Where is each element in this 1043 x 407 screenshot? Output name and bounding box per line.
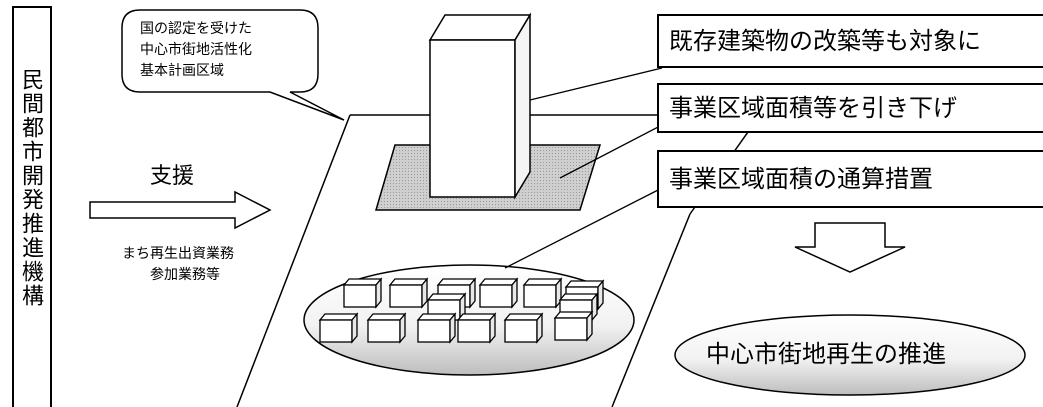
house-icon [388,277,429,309]
measure-box-3: 事業区域面積の通算措置 [657,150,1043,208]
building-icon [428,12,532,200]
house-icon [416,312,457,344]
org-name: 民間都市開発推進機構 [18,68,43,308]
house-icon [503,312,544,344]
house-icon [456,312,497,344]
connector-line [504,187,663,269]
callout-line3: 基本計画区域 [140,63,224,79]
support-detail-line2: 参加業務等 [150,267,220,283]
callout-line2: 中心市街地活性化 [140,42,252,58]
measure-box-2: 事業区域面積等を引き下げ [657,83,1043,133]
result-ellipse [674,314,1026,396]
house-icon [318,312,359,344]
measure-text-2: 事業区域面積等を引き下げ [669,94,957,122]
result-text: 中心市街地再生の推進 [706,340,946,368]
callout-line1: 国の認定を受けた [140,21,252,37]
house-icon [522,277,563,309]
speech-bubble [121,9,345,121]
house-icon [342,277,383,309]
connector-line [529,67,663,101]
measure-text-1: 既存建築物の改築等も対象に [669,27,981,55]
house-icon [553,310,594,342]
houses-group [318,277,605,344]
down-arrow [794,222,906,273]
org-box: 民間都市開発推進機構 [12,6,52,407]
support-arrow [89,190,272,230]
house-icon [478,277,519,309]
measure-text-3: 事業区域面積の通算措置 [669,165,933,193]
support-label: 支援 [150,164,195,189]
support-detail-line1: まち再生出資業務 [122,246,234,262]
measure-box-1: 既存建築物の改築等も対象に [657,14,1043,68]
connector-line [559,124,663,179]
house-icon [366,312,407,344]
